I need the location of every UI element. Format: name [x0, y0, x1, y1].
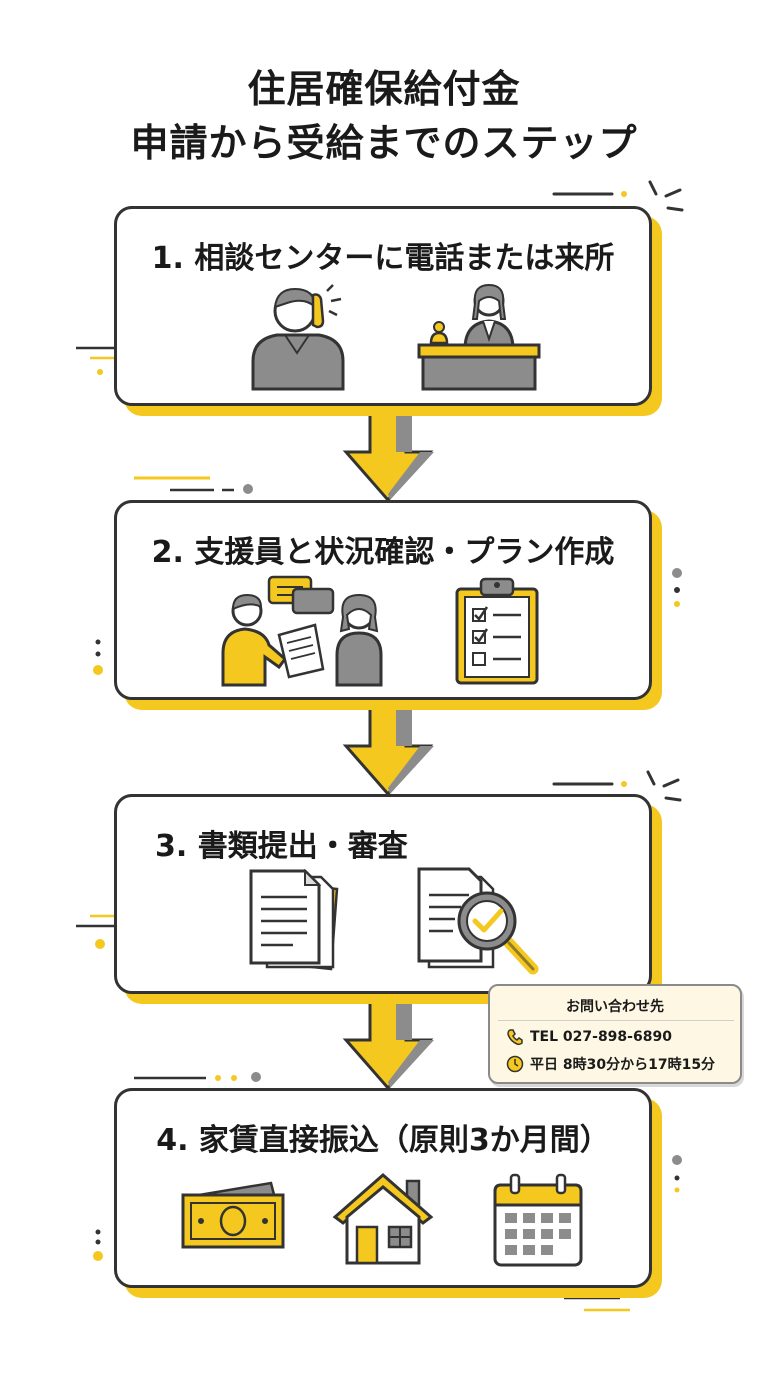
document-magnifier-check-icon — [417, 867, 539, 975]
step-1-title: 1. 相談センターに電話または来所 — [151, 241, 615, 276]
decor-dots-right-2 — [672, 568, 682, 607]
contact-title: お問い合わせ先 — [566, 999, 664, 1015]
contact-tel-row: TEL 027-898-6890 — [506, 1028, 672, 1046]
calendar-icon — [493, 1173, 583, 1267]
decor-dots-left-4 — [93, 1229, 103, 1261]
step-3-title: 3. 書類提出・審査 — [155, 829, 408, 864]
contact-divider — [498, 1020, 734, 1021]
decor-lines-top-right — [552, 180, 684, 212]
contact-hours-row: 平日 8時30分から17時15分 — [506, 1054, 715, 1074]
clock-icon — [506, 1055, 524, 1073]
decor-lines-bottom — [564, 1296, 630, 1312]
step-arrow-1 — [342, 404, 434, 503]
phone-icon — [507, 1029, 523, 1046]
decor-lines-left-4 — [134, 1072, 261, 1082]
step-card-3: 3. 書類提出・審査 — [114, 794, 652, 994]
step-card-1: 1. 相談センターに電話または来所 — [114, 206, 652, 406]
contact-box: お問い合わせ先 TEL 027-898-6890 平日 8時30分から17時15… — [488, 984, 742, 1084]
reception-desk-staff-icon — [417, 283, 541, 391]
documents-stack-icon — [249, 869, 339, 971]
step-4-title: 4. 家賃直接振込（原則3か月間） — [156, 1123, 610, 1158]
step-arrow-3 — [342, 992, 434, 1091]
decor-lines-top-right-3 — [552, 770, 682, 802]
phone-call-person-icon — [251, 284, 345, 391]
house-icon — [332, 1173, 434, 1265]
money-bills-icon — [181, 1181, 285, 1249]
step-card-4: 4. 家賃直接振込（原則3か月間） — [114, 1088, 652, 1288]
consultation-people-icon — [221, 575, 383, 687]
decor-dots-right-4 — [672, 1155, 682, 1193]
contact-tel: TEL 027-898-6890 — [530, 1029, 672, 1045]
decor-lines-left-2 — [134, 476, 253, 494]
contact-hours: 平日 8時30分から17時15分 — [530, 1057, 716, 1073]
checklist-clipboard-icon — [455, 577, 539, 685]
step-card-2: 2. 支援員と状況確認・プラン作成 — [114, 500, 652, 700]
decor-dots-left-2 — [93, 639, 103, 675]
step-arrow-2 — [342, 698, 434, 797]
page-title-line1: 住居確保給付金 — [247, 67, 521, 111]
page-title-line2: 申請から受給までのステップ — [130, 121, 638, 165]
step-2-title: 2. 支援員と状況確認・プラン作成 — [151, 535, 615, 570]
